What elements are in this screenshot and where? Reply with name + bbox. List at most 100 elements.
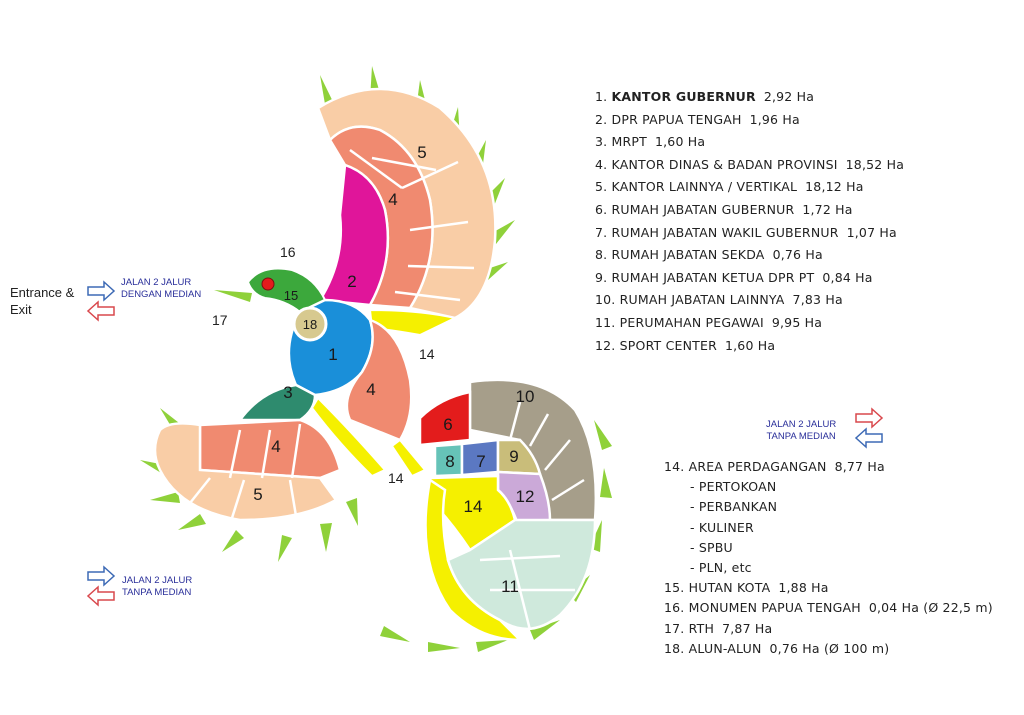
zone-4-middle: [345, 318, 413, 442]
legend-name: MRPT: [611, 134, 647, 150]
legend-item: 14. AREA PERDAGANGAN 8,77 Ha: [664, 457, 993, 477]
legend-name: DPR PAPUA TENGAH: [611, 111, 742, 127]
zone-18-alun-alun: [292, 306, 328, 342]
legend-name: RUMAH JABATAN WAKIL GUBERNUR: [611, 224, 839, 240]
legend-name: RUMAH JABATAN LAINNYA: [619, 292, 785, 308]
legend-num: 17.: [664, 620, 685, 636]
legend-num: 10.: [595, 292, 616, 308]
tail-dividers: [479, 401, 585, 631]
legend-area: 0,84 Ha: [822, 269, 873, 285]
monumen-marker: [261, 277, 275, 291]
legend-area: 0,04 Ha (Ø 22,5 m): [868, 600, 993, 616]
zone-6: [418, 390, 472, 447]
legend-name: ALUN-ALUN: [688, 640, 762, 656]
label-zone-4-lower: 4: [271, 437, 280, 456]
legend-area: 1,60 Ha: [654, 134, 706, 150]
legend-area: 1,60 Ha: [724, 337, 776, 353]
label-zone-4-upper: 4: [388, 190, 397, 209]
legend-num: 8.: [595, 247, 608, 263]
legend-area: 18,52 Ha: [845, 156, 905, 172]
legend-subitem: - PERTOKOAN: [690, 479, 777, 495]
legend-subitem: - PLN, etc: [690, 559, 752, 575]
legend-name: RUMAH JABATAN GUBERNUR: [611, 201, 795, 217]
legend-num: 14.: [664, 459, 685, 474]
zone-2: [317, 163, 390, 307]
label-zone-12: 12: [516, 487, 535, 506]
road-c-line1: JALAN 2 JALUR: [122, 575, 193, 586]
legend-name: SPORT CENTER: [619, 337, 717, 353]
label-zone-15: 15: [284, 288, 298, 303]
arrow-icon-road-a: [86, 280, 116, 322]
legend-name: RUMAH JABATAN KETUA DPR PT: [611, 269, 815, 285]
label-zone-2: 2: [347, 272, 356, 291]
legend-num: 16.: [664, 600, 685, 616]
legend-name: KANTOR LAINNYA / VERTIKAL: [611, 179, 798, 195]
lower-wing-dividers: [185, 423, 302, 519]
label-zone-18: 18: [303, 317, 317, 332]
label-zone-8: 8: [445, 452, 454, 471]
road-b-line1: JALAN 2 JALUR: [766, 419, 837, 430]
upper-wing-dividers: [349, 148, 475, 302]
arrow-icon-road-c: [86, 565, 116, 607]
legend-name: KANTOR DINAS & BADAN PROVINSI: [611, 156, 838, 172]
legend-item: 15. HUTAN KOTA 1,88 Ha: [664, 578, 993, 598]
label-zone-6: 6: [443, 415, 452, 434]
entrance-line2: Exit: [10, 302, 32, 317]
entrance-line1: Entrance &: [10, 285, 75, 300]
zone-5-lower: [153, 422, 338, 522]
label-zone-14-right: 14: [419, 346, 435, 362]
legend-num: 5.: [595, 179, 608, 195]
label-zone-3: 3: [283, 383, 292, 402]
legend-area: 7,87 Ha: [722, 620, 773, 636]
entrance-exit-label: Entrance & Exit: [10, 284, 74, 318]
legend-item: 5. KANTOR LAINNYA / VERTIKAL 18,12 Ha: [595, 176, 904, 199]
legend-item: 2. DPR PAPUA TENGAH 1,96 Ha: [595, 109, 904, 132]
legend-area: 9,95 Ha: [771, 314, 823, 330]
legend-item: 16. MONUMEN PAPUA TENGAH 0,04 Ha (Ø 22,5 …: [664, 598, 993, 618]
legend-num: 6.: [595, 201, 608, 217]
legend-area: 1,07 Ha: [846, 224, 897, 240]
label-zone-16: 16: [280, 244, 296, 260]
road-a-line2: DENGAN MEDIAN: [121, 289, 202, 300]
legend-name: RUMAH JABATAN SEKDA: [611, 247, 765, 263]
legend-subitem: - SPBU: [690, 539, 733, 555]
legend-num: 15.: [664, 580, 685, 596]
legend-area: 18,12 Ha: [805, 179, 864, 195]
arrow-icon-road-b: [854, 407, 884, 449]
label-zone-5-lower: 5: [253, 485, 262, 504]
legend-area: 1,96 Ha: [749, 111, 800, 127]
road-label-a: JALAN 2 JALUR DENGAN MEDIAN: [121, 277, 201, 301]
zone-3: [237, 383, 317, 422]
legend-name: HUTAN KOTA: [688, 580, 771, 596]
label-zone-10: 10: [516, 387, 535, 406]
legend-area: 1,72 Ha: [802, 201, 853, 217]
label-zone-14-tail: 14: [464, 497, 483, 516]
legend-num: 7.: [595, 224, 608, 240]
legend-name: AREA PERDAGANGAN: [688, 459, 827, 474]
legend-area: 1,88 Ha: [778, 580, 829, 596]
road-c-line2: TANPA MEDIAN: [122, 587, 192, 598]
legend-num: 2.: [595, 111, 608, 127]
zone-14-right: [390, 438, 427, 478]
legend-item: 6. RUMAH JABATAN GUBERNUR 1,72 Ha: [595, 199, 904, 222]
legend-num: 11.: [595, 314, 616, 330]
road-a-line1: JALAN 2 JALUR: [121, 277, 192, 288]
zone-14-middle: [310, 396, 387, 478]
label-zone-14-bottom: 14: [388, 470, 404, 486]
label-zone-1: 1: [328, 345, 337, 364]
road-b-line2: TANPA MEDIAN: [766, 431, 836, 442]
zone-11: [446, 518, 597, 631]
legend-name: MONUMEN PAPUA TENGAH: [688, 600, 861, 616]
legend-area: 8,77 Ha: [834, 459, 885, 474]
zone-4-lower: [198, 418, 342, 480]
